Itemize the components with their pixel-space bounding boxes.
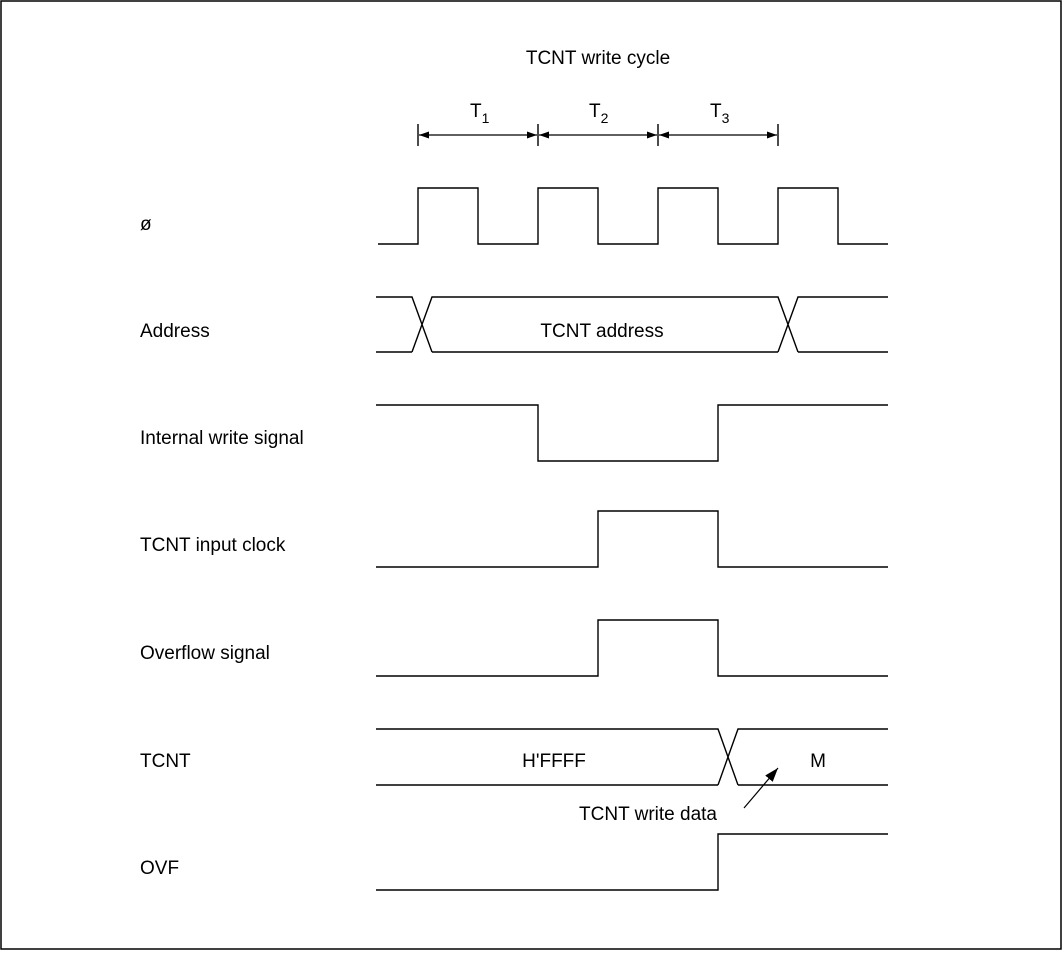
label-address: Address	[140, 321, 210, 342]
label-internal-write: Internal write signal	[140, 428, 304, 449]
label-tcnt: TCNT	[140, 751, 191, 772]
tcnt-old-value: H'FFFF	[522, 751, 586, 772]
state-boundary-ticks	[417, 124, 779, 146]
state-label-t2: T2	[589, 101, 609, 126]
state-label-t1: T1	[470, 101, 490, 126]
address-upper-line	[376, 296, 888, 353]
write-data-annotation: TCNT write data	[579, 804, 717, 825]
internal-write-waveform	[376, 404, 888, 462]
label-clock: ø	[140, 214, 152, 235]
tcnt-new-value: M	[810, 751, 826, 772]
ovf-waveform	[376, 833, 888, 891]
label-ovf: OVF	[140, 858, 179, 879]
label-tcnt-input-clock: TCNT input clock	[140, 535, 286, 556]
label-overflow-signal: Overflow signal	[140, 643, 270, 664]
address-bus	[376, 296, 888, 353]
signal-labels: ø Address Internal write signal TCNT inp…	[140, 214, 304, 879]
write-data-pointer-arrow	[743, 767, 779, 809]
clock-waveform	[378, 187, 888, 245]
state-label-t3: T3	[710, 101, 730, 126]
diagram-title: TCNT write cycle	[526, 48, 670, 69]
overflow-signal-waveform	[376, 619, 888, 677]
tcnt-input-clock-waveform	[376, 510, 888, 568]
tcnt-transition	[376, 728, 888, 786]
address-value: TCNT address	[540, 321, 663, 342]
